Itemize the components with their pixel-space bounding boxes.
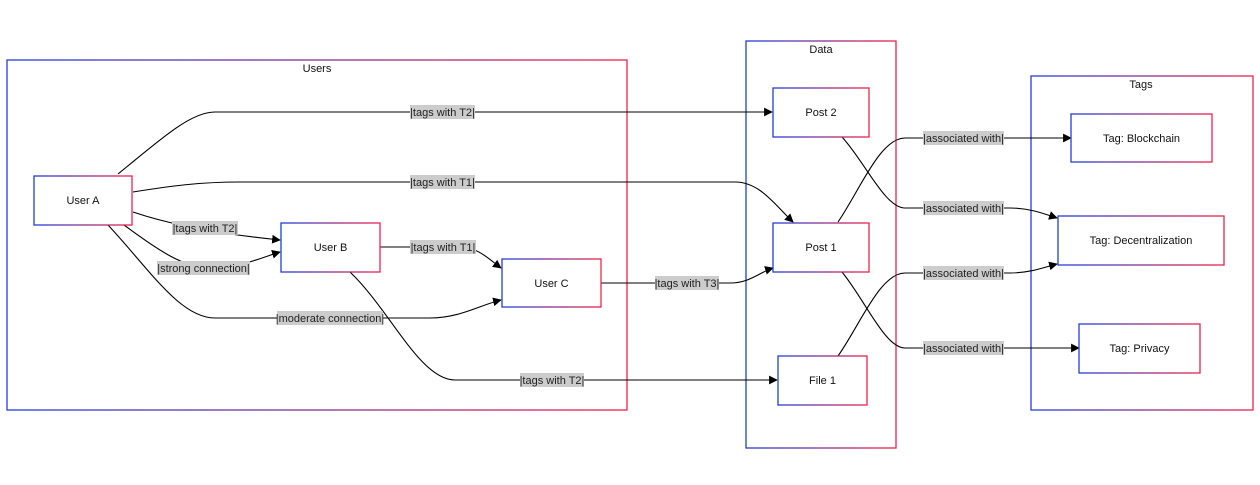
cluster-tags: Tags bbox=[1030, 75, 1254, 411]
edge-usera-post1 bbox=[132, 181, 794, 223]
edge-label-text: |associated with| bbox=[923, 203, 1004, 215]
edge-userc-post1 bbox=[601, 266, 774, 284]
node-label: Tag: Privacy bbox=[1110, 343, 1170, 355]
node-post-1[interactable]: Post 1 bbox=[772, 222, 870, 273]
edge-usera-post2 bbox=[117, 107, 773, 175]
edge-label: |associated with| bbox=[923, 201, 1004, 215]
node-tag-blockchain[interactable]: Tag: Blockchain bbox=[1070, 113, 1213, 163]
node-user-a[interactable]: User A bbox=[33, 175, 133, 226]
edges bbox=[107, 107, 1080, 385]
cluster-title-data: Data bbox=[809, 44, 833, 56]
edge-usera-userc-moderate bbox=[107, 224, 502, 319]
edge-label: |tags with T2| bbox=[172, 221, 238, 235]
cluster-title-users: Users bbox=[303, 63, 332, 75]
node-user-c[interactable]: User C bbox=[501, 258, 602, 308]
edge-post1-privacy bbox=[841, 271, 1080, 353]
edge-label: |associated with| bbox=[923, 266, 1004, 280]
node-label: File 1 bbox=[809, 375, 836, 387]
edge-label: |associated with| bbox=[923, 341, 1004, 355]
edge-label: |associated with| bbox=[923, 131, 1004, 145]
nodes: User A User B User C Post 2 Post 1 File … bbox=[33, 87, 1225, 406]
edge-post2-decentralization bbox=[841, 136, 1058, 220]
node-user-b[interactable]: User B bbox=[280, 222, 381, 273]
node-label: User C bbox=[534, 278, 568, 290]
edge-label: |tags with T2| bbox=[520, 373, 585, 387]
edge-label-text: |tags with T3| bbox=[655, 278, 720, 290]
cluster-data: Data bbox=[745, 40, 897, 449]
edge-label: |moderate connection| bbox=[276, 311, 384, 325]
edge-label-text: |tags with T2| bbox=[173, 223, 238, 235]
edge-label: |tags with T3| bbox=[655, 276, 720, 290]
edge-label-text: |moderate connection| bbox=[276, 313, 384, 325]
edge-label-text: |tags with T1| bbox=[411, 242, 476, 254]
edge-label-text: |associated with| bbox=[923, 133, 1004, 145]
node-tag-privacy[interactable]: Tag: Privacy bbox=[1078, 323, 1201, 374]
edge-label: |tags with T1| bbox=[410, 175, 475, 189]
edge-label-text: |tags with T1| bbox=[410, 177, 475, 189]
edge-labels: |tags with T2| |tags with T1| |tags with… bbox=[157, 105, 1004, 387]
edge-label-text: |associated with| bbox=[923, 268, 1004, 280]
node-file-1[interactable]: File 1 bbox=[777, 355, 868, 406]
cluster-users: Users bbox=[6, 59, 628, 411]
edge-userb-file1 bbox=[349, 271, 778, 385]
edge-label: |strong connection| bbox=[157, 261, 250, 275]
edge-label-text: |tags with T2| bbox=[410, 107, 475, 119]
node-tag-decentralization[interactable]: Tag: Decentralization bbox=[1057, 215, 1225, 266]
edge-label-text: |associated with| bbox=[923, 343, 1004, 355]
node-label: User B bbox=[314, 242, 348, 254]
node-label: Post 2 bbox=[805, 107, 836, 119]
edge-post1-blockchain bbox=[837, 133, 1072, 223]
edge-label: |tags with T1| bbox=[410, 240, 476, 254]
edge-file1-decentralization bbox=[837, 261, 1058, 357]
edge-label-text: |tags with T2| bbox=[520, 375, 585, 387]
node-label: Tag: Blockchain bbox=[1103, 133, 1180, 145]
edge-label-text: |strong connection| bbox=[157, 263, 250, 275]
node-label: Post 1 bbox=[805, 242, 836, 254]
cluster-title-tags: Tags bbox=[1129, 79, 1153, 91]
edge-label: |tags with T2| bbox=[410, 105, 475, 119]
node-label: Tag: Decentralization bbox=[1090, 235, 1193, 247]
node-post-2[interactable]: Post 2 bbox=[772, 87, 870, 138]
node-label: User A bbox=[66, 195, 100, 207]
